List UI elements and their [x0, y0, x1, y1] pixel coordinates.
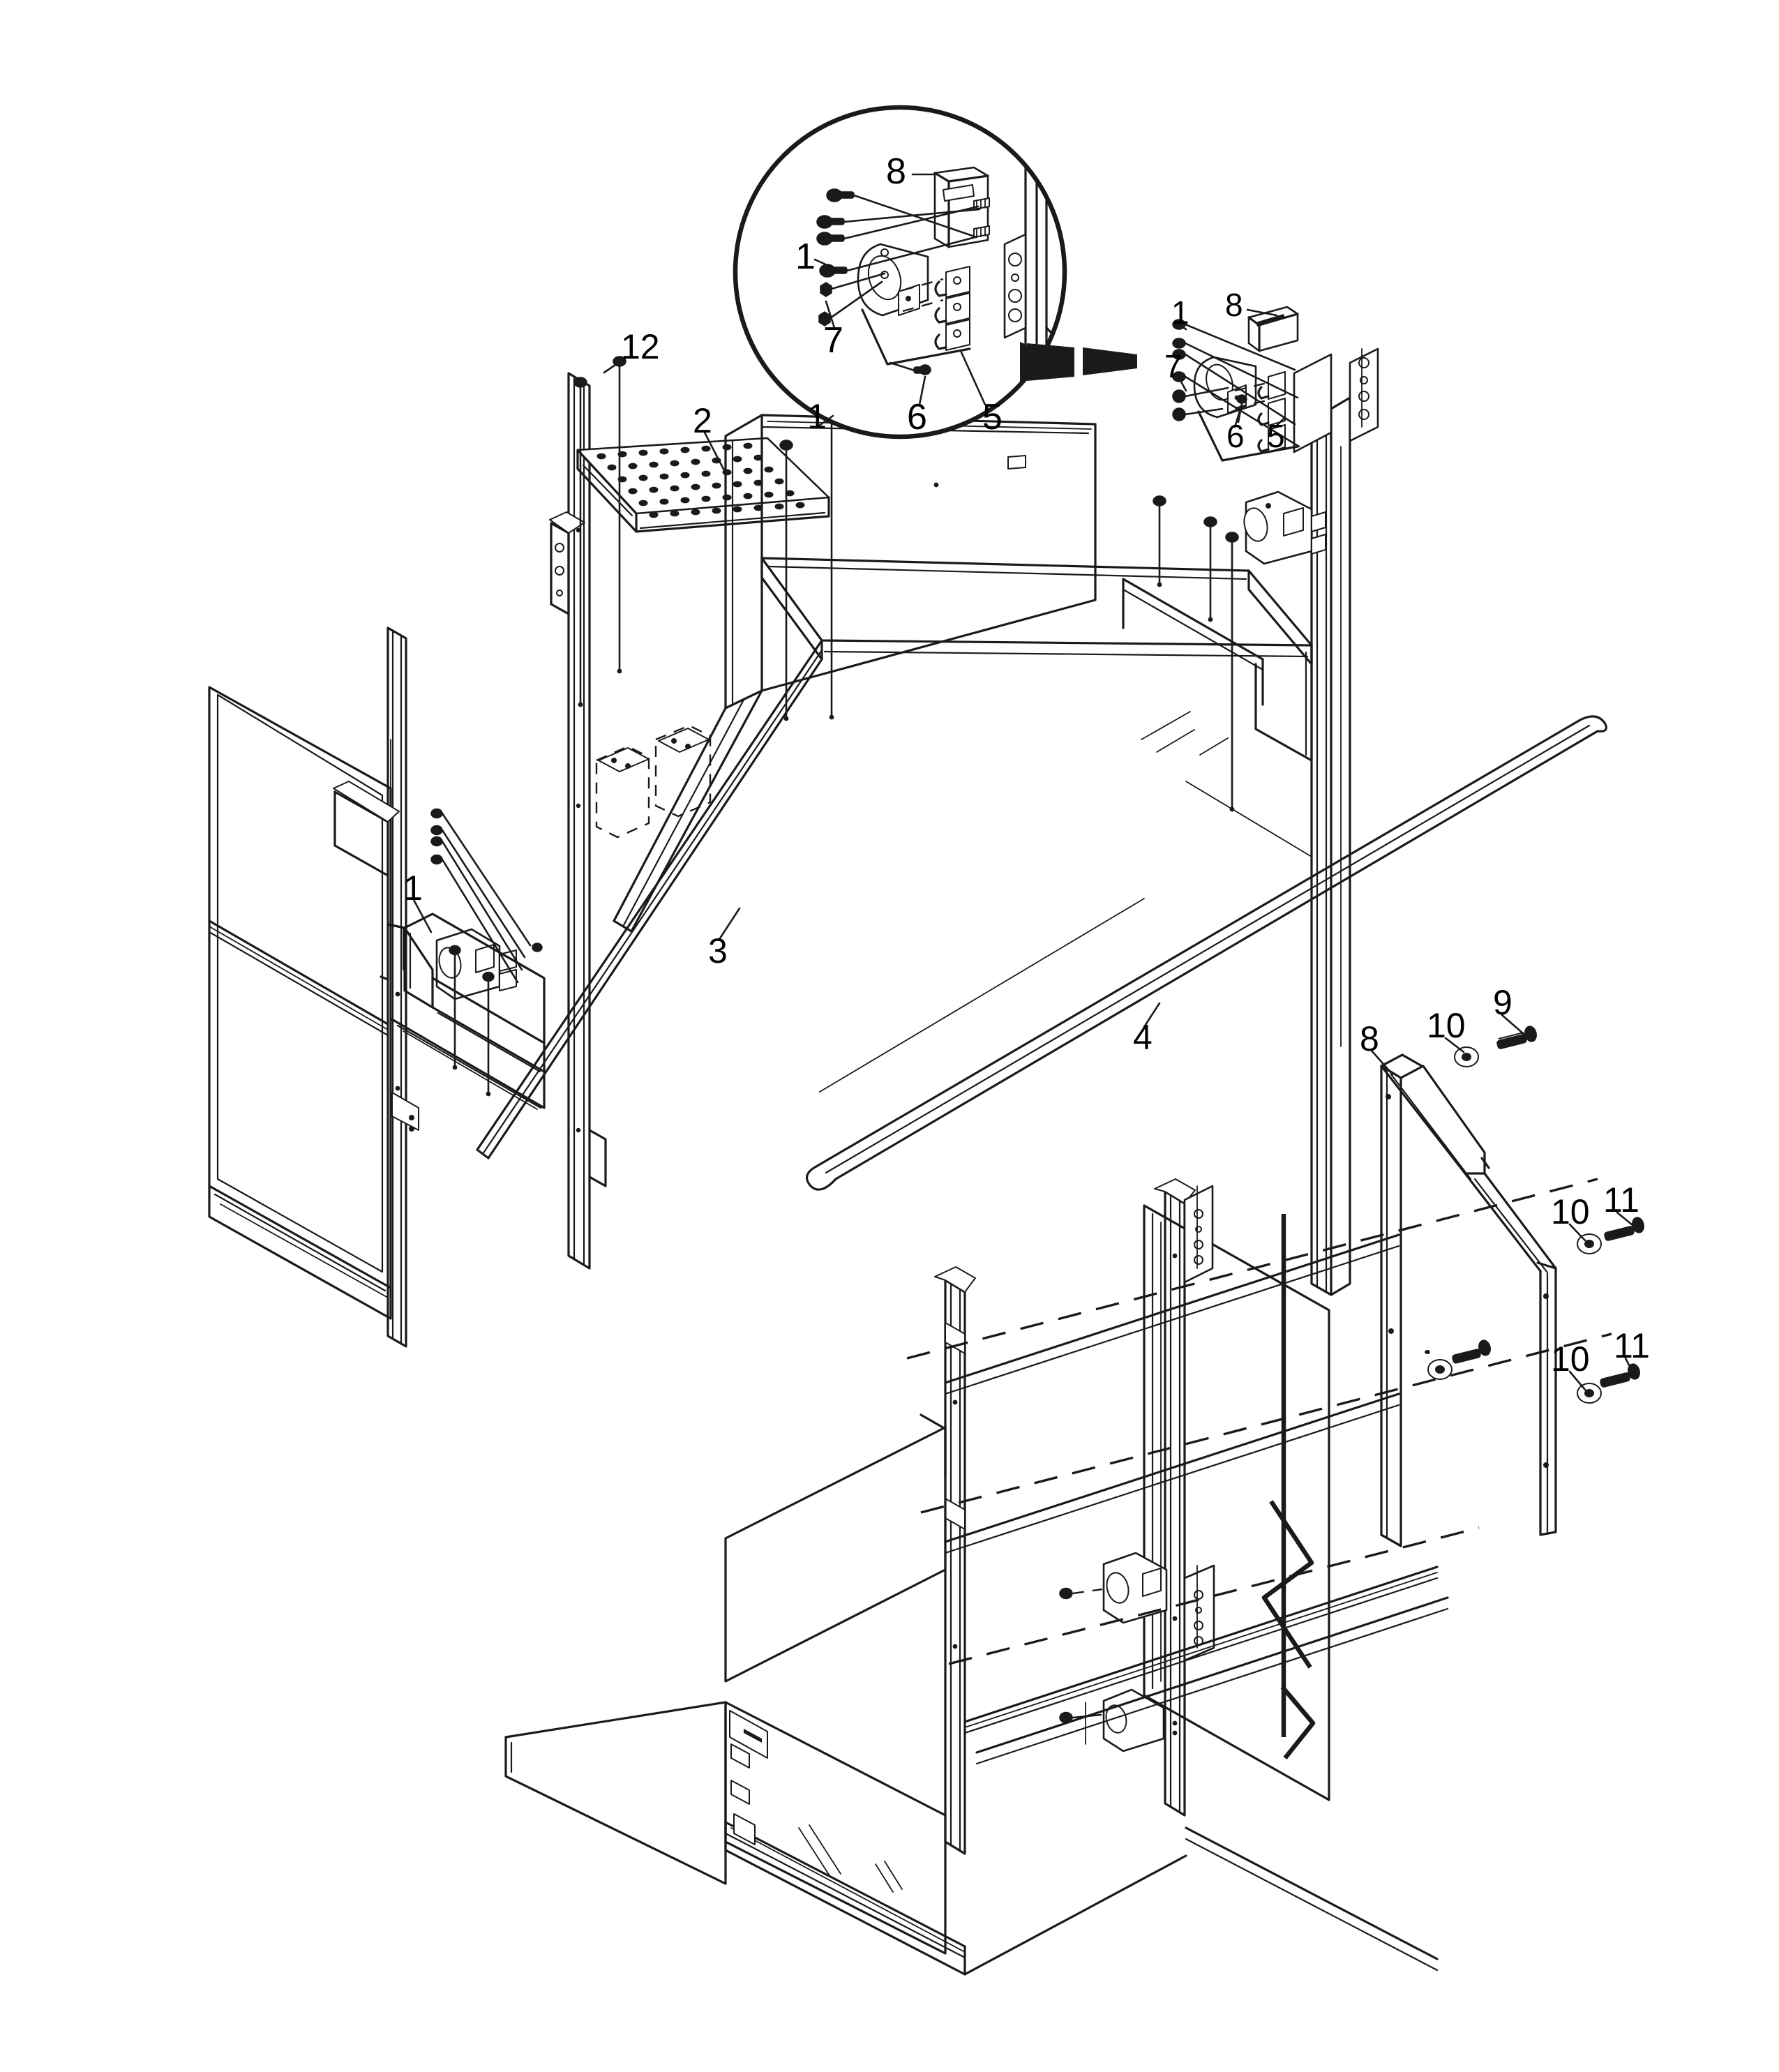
callout-7-right: 7 — [1164, 348, 1183, 384]
callout-10-low: 10 — [1551, 1339, 1590, 1379]
callout-leaders — [412, 308, 1634, 1391]
drop-bolts-counter — [1153, 495, 1239, 812]
break-symbols — [1261, 1214, 1316, 1760]
callout-11-mid: 11 — [1603, 1180, 1639, 1219]
callout-1-left: 1 — [403, 869, 423, 908]
detail-part-6-screw — [889, 361, 931, 375]
detail-callout-8: 8 — [886, 151, 906, 192]
part-8-bracket-main — [1247, 306, 1299, 352]
detail-callout-6: 6 — [907, 397, 927, 437]
callout-8-door: 8 — [1360, 1019, 1379, 1058]
callout-4: 4 — [1133, 1018, 1153, 1057]
lower-assembly — [504, 1026, 1644, 1976]
callout-5-right: 5 — [1267, 418, 1285, 454]
callout-1-right: 1 — [1171, 294, 1189, 331]
lower-upper-left-glass — [724, 1426, 947, 1683]
callout-10-top: 10 — [1427, 1006, 1466, 1045]
lower-beams — [944, 1233, 1449, 1765]
left-post-bracket — [333, 781, 400, 877]
left-side-panel — [208, 686, 392, 1320]
lower-left-glass — [724, 1701, 947, 1955]
callout-1-upper: 1 — [807, 397, 827, 436]
detail-part-5-clips — [934, 266, 970, 351]
callout-9: 9 — [1493, 983, 1512, 1022]
callout-3: 3 — [708, 931, 728, 970]
lower-center-hub — [1059, 1552, 1215, 1662]
callout-2: 2 — [693, 401, 712, 440]
left-vertical-post — [386, 626, 407, 1348]
detail-part-1-bolts — [816, 188, 981, 278]
upper-assembly — [208, 306, 1607, 1348]
callout-11-low: 11 — [1614, 1326, 1650, 1365]
upper-window-glass — [819, 711, 1312, 1093]
callout-6-right: 6 — [1226, 418, 1245, 454]
assembly-dashed-lines — [906, 1178, 1612, 1665]
part-8-door-frame — [1380, 1053, 1557, 1547]
right-post-plate — [1293, 347, 1379, 453]
left-lower-beam — [208, 919, 389, 1037]
callout-10-mid: 10 — [1551, 1192, 1590, 1231]
drop-bolts-box — [449, 945, 495, 982]
detail-part-7-nuts — [818, 272, 886, 326]
part-5-clips-main — [1172, 319, 1300, 462]
counter-right-hub — [1243, 490, 1326, 565]
center-left-column-bracket — [549, 511, 585, 615]
part-4-long-tube — [805, 715, 1607, 1191]
lower-center-post-top-plate — [1183, 1185, 1214, 1284]
detail-callout-1: 1 — [795, 237, 816, 277]
detail-callout-5: 5 — [982, 397, 1003, 437]
fasteners-right — [1425, 1026, 1644, 1404]
detail-pivot-body — [857, 243, 971, 366]
ghost-brackets — [595, 724, 712, 839]
detail-part-8 — [933, 166, 990, 248]
callout-8-right: 8 — [1225, 287, 1243, 323]
part-3-under-rail — [1122, 578, 1264, 706]
detail-leader-arrow — [1020, 342, 1137, 382]
callout-12: 12 — [621, 327, 660, 366]
detail-callout-7: 7 — [823, 320, 843, 361]
